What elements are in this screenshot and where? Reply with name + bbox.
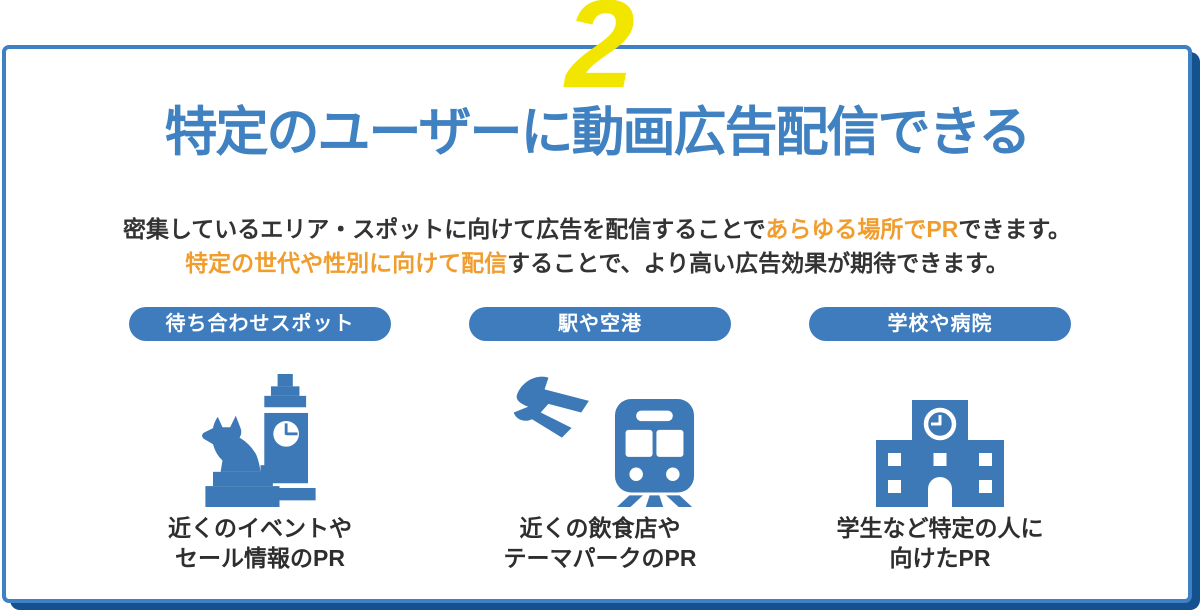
intro-line-1: 密集しているエリア・スポットに向けて広告を配信することであらゆる場所でPRできま… bbox=[6, 212, 1188, 246]
intro-line1-tail: できます。 bbox=[958, 216, 1072, 242]
caption-line: 近くの飲食店や bbox=[519, 515, 681, 541]
caption-line: 学生など特定の人に bbox=[836, 515, 1044, 541]
page-title: 特定のユーザーに動画広告配信できる bbox=[164, 103, 1032, 162]
intro-line2-tail: することで、より高い広告効果が期待できます。 bbox=[507, 250, 1009, 276]
caption-station-airport: 近くの飲食店や テーマパークのPR bbox=[504, 513, 697, 573]
school-building-icon bbox=[876, 355, 1004, 509]
caption-meeting-spot: 近くのイベントや セール情報のPR bbox=[168, 513, 352, 573]
badge-meeting-spot: 待ち合わせスポット bbox=[129, 307, 391, 341]
airplane-train-icon bbox=[504, 355, 697, 509]
content-card: 特定のユーザーに動画広告配信できる 密集しているエリア・スポットに向けて広告を配… bbox=[2, 45, 1192, 603]
intro-line-2: 特定の世代や性別に向けて配信することで、より高い広告効果が期待できます。 bbox=[6, 246, 1188, 280]
caption-line: 向けたPR bbox=[889, 545, 991, 571]
caption-school-hospital: 学生など特定の人に 向けたPR bbox=[837, 513, 1044, 573]
intro-line2-highlight: 特定の世代や性別に向けて配信 bbox=[185, 250, 508, 276]
feature-columns: 待ち合わせスポット bbox=[90, 307, 1110, 573]
section-number: 2 bbox=[565, 0, 635, 114]
intro-line1-highlight: あらゆる場所でPR bbox=[765, 216, 959, 242]
intro-line1-text: 密集しているエリア・スポットに向けて広告を配信することで bbox=[122, 216, 766, 242]
badge-school-hospital: 学校や病院 bbox=[809, 307, 1071, 341]
badge-station-airport: 駅や空港 bbox=[469, 307, 731, 341]
column-station-airport: 駅や空港 bbox=[430, 307, 770, 573]
dog-statue-clock-tower-icon bbox=[194, 355, 327, 509]
column-school-hospital: 学校や病院 bbox=[770, 307, 1110, 573]
caption-line: セール情報のPR bbox=[175, 545, 345, 571]
intro-paragraph: 密集しているエリア・スポットに向けて広告を配信することであらゆる場所でPRできま… bbox=[6, 212, 1188, 280]
caption-line: 近くのイベントや bbox=[168, 515, 352, 541]
column-meeting-spot: 待ち合わせスポット bbox=[90, 307, 430, 573]
caption-line: テーマパークのPR bbox=[503, 545, 697, 571]
